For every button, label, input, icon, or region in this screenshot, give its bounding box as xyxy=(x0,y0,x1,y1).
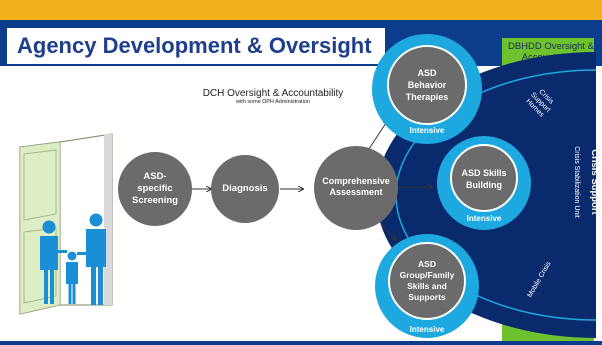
skills-core xyxy=(450,144,518,212)
assessment-label: Comprehensive Assessment xyxy=(322,176,390,197)
screening-node xyxy=(118,152,192,226)
family-icon xyxy=(40,213,106,305)
stabilization-unit-label: Crisis Stabilization Unit xyxy=(573,146,580,218)
diagnosis-label: Diagnosis xyxy=(222,183,268,194)
group-intensive-tag: Intensive xyxy=(409,325,445,334)
top-accent-bar xyxy=(0,0,602,20)
screening-label: ASD- specific Screening xyxy=(132,171,178,206)
skills-intensive-tag: Intensive xyxy=(466,214,502,223)
bottom-rule xyxy=(0,341,602,345)
behavior-intensive-tag: Intensive xyxy=(409,126,445,135)
title-panel xyxy=(7,28,385,64)
group-core xyxy=(388,242,466,320)
diagnosis-node xyxy=(211,155,279,223)
crisis-support-label: Crisis Support xyxy=(589,149,600,215)
skills-label: ASD Skills Building xyxy=(461,168,507,190)
page-title: Agency Development & Oversight xyxy=(17,33,372,58)
dch-subtitle: with some DPH Administration xyxy=(236,99,310,105)
assessment-node xyxy=(314,146,398,230)
dch-title: DCH Oversight & Accountability xyxy=(202,88,344,99)
behavior-label: ASD Behavior Therapies xyxy=(405,68,449,102)
group-label: ASD Group/Family Skills and Supports xyxy=(399,259,455,302)
arrow-assessment-group xyxy=(380,223,396,240)
behavior-core xyxy=(387,45,467,125)
